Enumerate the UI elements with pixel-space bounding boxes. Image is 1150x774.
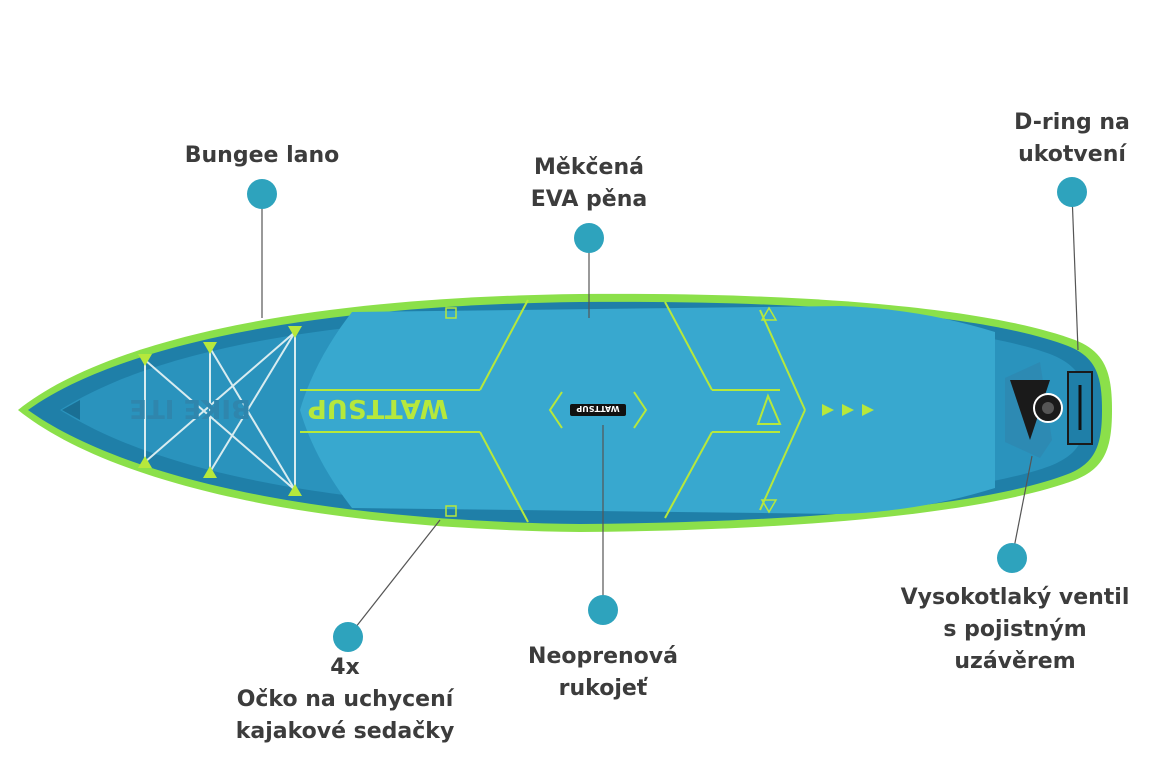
handle-brand-text: WATTSUP <box>576 404 619 413</box>
callout-dot-bungee <box>247 179 277 209</box>
nose-arrow-icon <box>62 400 80 420</box>
deck-logo-icon <box>756 393 782 425</box>
callout-bungee-line-1: Bungee lano <box>184 143 340 168</box>
valve-center <box>1042 402 1054 414</box>
callout-valve-line-1: Vysokotlaký ventil <box>900 585 1130 610</box>
callout-valve-line-2: s pojistným <box>943 617 1087 642</box>
callout-dring-line-1: D-ring na <box>1014 110 1130 135</box>
bungee-cords <box>144 331 296 491</box>
callout-eva-line-1: Měkčená <box>534 155 644 180</box>
callout-dring-line-2: ukotvení <box>1018 142 1126 167</box>
logo-triangle-icon <box>1010 380 1050 440</box>
model-text: BIKE ITE <box>129 393 251 423</box>
callout-eyelet-line-2: Očko na uchycení <box>236 687 454 712</box>
callout-dot-eva <box>574 223 604 253</box>
callout-eva: Měkčená EVA pěna <box>489 152 689 216</box>
callout-handle-line-2: rukojeť <box>558 676 648 701</box>
leader-lines <box>261 193 1079 638</box>
callout-bungee: Bungee lano <box>162 140 362 172</box>
callout-handle-line-1: Neoprenová <box>528 644 678 669</box>
callout-dot-valve <box>997 543 1027 573</box>
callout-dot-handle <box>588 595 618 625</box>
deck-pad <box>300 306 995 514</box>
callout-dring: D-ring na ukotvení <box>982 107 1150 171</box>
callout-eyelet-line-3: kajakové sedačky <box>235 719 455 744</box>
callout-valve: Vysokotlaký ventil s pojistným uzávěrem <box>885 582 1145 678</box>
callout-eva-line-2: EVA pěna <box>530 187 648 212</box>
callout-dot-dring <box>1057 177 1087 207</box>
callout-handle: Neoprenová rukojeť <box>488 641 718 705</box>
deck-lines <box>300 299 806 523</box>
callout-eyelet: 4x Očko na uchycení kajakové sedačky <box>205 652 485 748</box>
callout-valve-line-3: uzávěrem <box>954 649 1076 674</box>
tail-arrows <box>822 404 874 416</box>
callout-dot-eyelet <box>333 622 363 652</box>
eyelets <box>445 306 778 517</box>
bungee-anchors <box>138 326 302 496</box>
deck-brand-text: WATTSUP <box>308 393 449 423</box>
callout-eyelet-line-1: 4x <box>330 655 360 680</box>
carry-handle <box>570 404 626 416</box>
